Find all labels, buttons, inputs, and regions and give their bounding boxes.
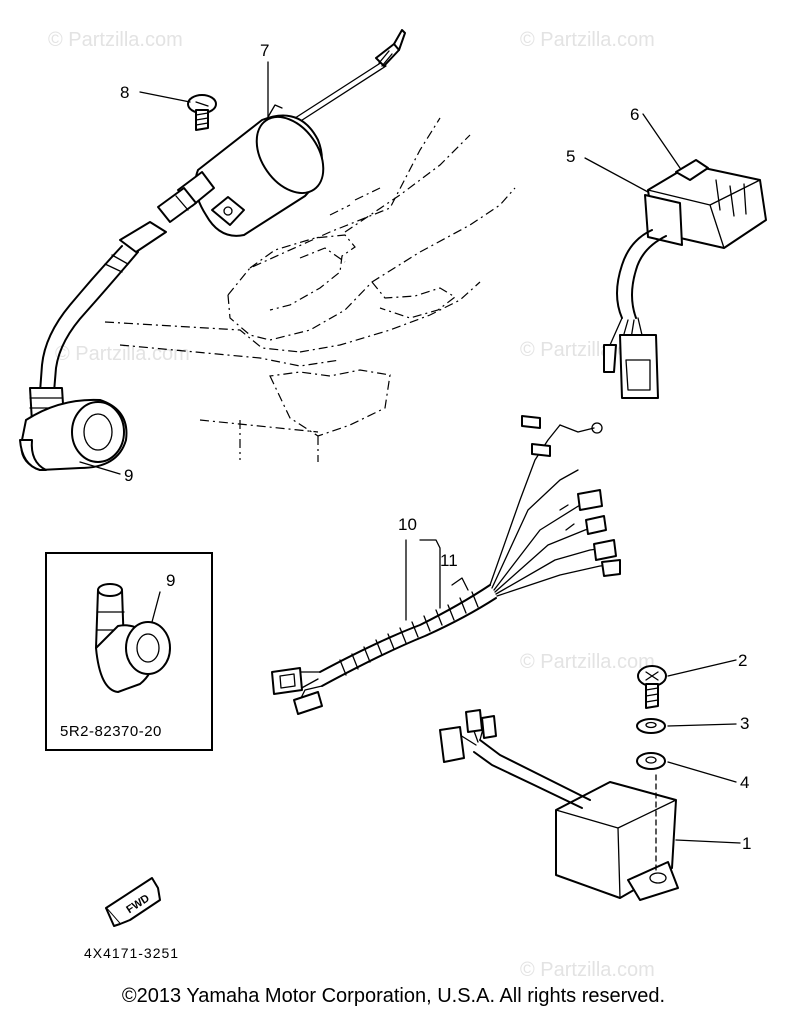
callout-3: 3 — [740, 714, 749, 733]
callout-10: 10 — [398, 515, 417, 534]
inset-part-code: 5R2-82370-20 — [60, 723, 162, 740]
unit-part-5-6 — [603, 159, 767, 399]
fwd-arrow: FWD — [105, 877, 161, 927]
unit-part-1 — [439, 665, 679, 901]
callout-6: 6 — [630, 105, 639, 124]
callout-7: 7 — [260, 41, 269, 60]
watermark-layer: © Partzilla.com © Partzilla.com © Partzi… — [48, 29, 655, 981]
callout-1: 1 — [742, 834, 751, 853]
watermark: © Partzilla.com — [48, 29, 183, 51]
callout-11: 11 — [440, 551, 458, 570]
inset-box: 9 5R2-82370-20 — [45, 552, 213, 751]
frame-outline — [104, 117, 516, 462]
leader-lines — [79, 61, 741, 844]
callout-5: 5 — [566, 147, 575, 166]
watermark: © Partzilla.com — [520, 29, 655, 51]
ignition-coil — [19, 29, 406, 471]
watermark: © Partzilla.com — [520, 959, 655, 981]
callout-2: 2 — [738, 651, 747, 670]
callout-labels: 7 8 6 5 9 10 11 2 3 4 1 — [120, 41, 751, 853]
wire-harness — [271, 415, 621, 715]
inset-callout-9: 9 — [166, 571, 175, 590]
callout-4: 4 — [740, 773, 749, 792]
callout-8: 8 — [120, 83, 129, 102]
watermark: © Partzilla.com — [520, 651, 655, 673]
watermark: © Partzilla.com — [55, 343, 190, 365]
drawing-code: 4X4171-3251 — [84, 945, 179, 961]
screw-part-8 — [187, 94, 217, 131]
callout-9: 9 — [124, 466, 133, 485]
copyright-notice: ©2013 Yamaha Motor Corporation, U.S.A. A… — [121, 985, 666, 1007]
